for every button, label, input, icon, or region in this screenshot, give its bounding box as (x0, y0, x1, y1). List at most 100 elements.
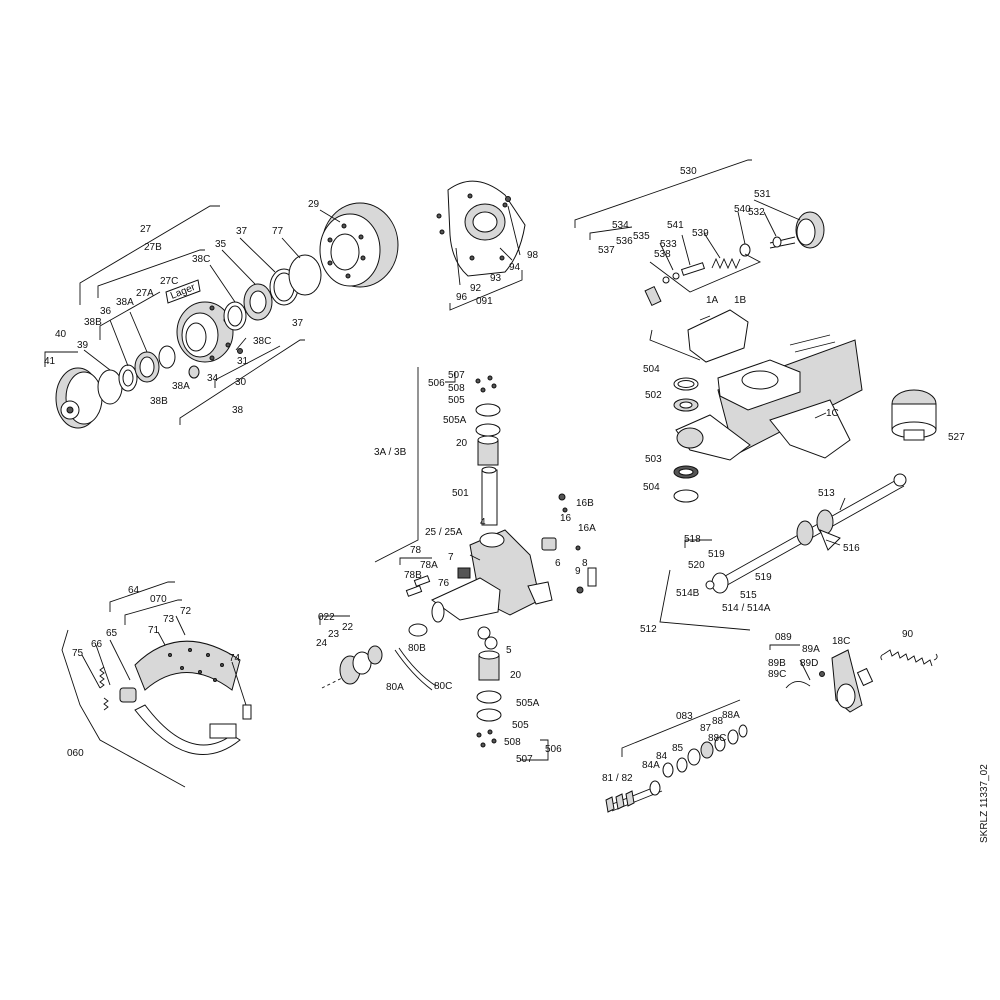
label-531: 531 (754, 189, 771, 200)
label-1C: 1C (826, 408, 839, 419)
label-37-bot: 37 (292, 318, 304, 329)
label-519-bot: 519 (755, 572, 772, 583)
label-89D: 89D (800, 658, 818, 669)
label-93: 93 (490, 273, 502, 284)
tie-rod-assembly (659, 473, 907, 631)
label-78A: 78A (420, 560, 438, 571)
label-530: 530 (680, 166, 697, 177)
label-508-top: 508 (448, 383, 465, 394)
label-37-top: 37 (236, 226, 248, 237)
label-505-bot: 505 (512, 720, 529, 731)
label-527: 527 (948, 432, 965, 443)
label-36: 36 (100, 306, 112, 317)
label-80B: 80B (408, 643, 426, 654)
label-540: 540 (734, 204, 751, 215)
camshaft-assembly (574, 159, 825, 307)
label-35: 35 (215, 239, 227, 250)
label-8: 8 (582, 558, 588, 569)
label-536: 536 (616, 236, 633, 247)
label-507-top: 507 (448, 370, 465, 381)
label-514B: 514B (676, 588, 700, 599)
label-27A: 27A (136, 288, 154, 299)
label-1A: 1A (706, 295, 719, 306)
label-520: 520 (688, 560, 705, 571)
label-25-25A: 25 / 25A (425, 527, 463, 538)
label-38A-top: 38A (116, 297, 134, 308)
label-64: 64 (128, 585, 140, 596)
label-519-top: 519 (708, 549, 725, 560)
label-75: 75 (72, 648, 84, 659)
label-85: 85 (672, 743, 684, 754)
label-81-82: 81 / 82 (602, 773, 633, 784)
label-65: 65 (106, 628, 118, 639)
label-39: 39 (77, 340, 89, 351)
label-38C-bot: 38C (253, 336, 271, 347)
label-20-top: 20 (456, 438, 468, 449)
label-22: 22 (342, 622, 354, 633)
label-4: 4 (480, 517, 486, 528)
label-089: 089 (775, 632, 792, 643)
label-501: 501 (452, 488, 469, 499)
label-9: 9 (575, 566, 581, 577)
label-6: 6 (555, 558, 561, 569)
label-27B: 27B (144, 242, 162, 253)
label-87: 87 (700, 723, 712, 734)
label-38: 38 (232, 405, 244, 416)
label-34: 34 (207, 373, 219, 384)
label-16: 16 (560, 513, 572, 524)
label-78: 78 (410, 545, 422, 556)
axle-beam (649, 309, 863, 503)
label-505A-top: 505A (443, 415, 467, 426)
label-7: 7 (448, 552, 454, 563)
label-27: 27 (140, 224, 152, 235)
label-514: 514 / 514A (722, 603, 771, 614)
label-5: 5 (506, 645, 512, 656)
label-31: 31 (237, 356, 249, 367)
label-518: 518 (684, 534, 701, 545)
label-534: 534 (612, 220, 629, 231)
label-516: 516 (843, 543, 860, 554)
label-508-bot: 508 (504, 737, 521, 748)
hub-assembly (44, 202, 399, 429)
label-503: 503 (645, 454, 662, 465)
label-80A: 80A (386, 682, 404, 693)
label-513: 513 (818, 488, 835, 499)
label-73: 73 (163, 614, 175, 625)
label-76: 76 (438, 578, 450, 589)
label-532: 532 (748, 207, 765, 218)
brake-chamber (891, 389, 937, 441)
label-506-top: 506 (428, 378, 445, 389)
label-74: 74 (229, 653, 241, 664)
label-533: 533 (660, 239, 677, 250)
label-3A-3B: 3A / 3B (374, 447, 407, 458)
label-84A: 84A (642, 760, 660, 771)
label-89C: 89C (768, 669, 786, 680)
label-502: 502 (645, 390, 662, 401)
label-504-bot: 504 (643, 482, 660, 493)
label-083: 083 (676, 711, 693, 722)
label-505A-bot: 505A (516, 698, 540, 709)
label-30: 30 (235, 377, 247, 388)
brake-shoe-assembly (61, 581, 252, 788)
label-515: 515 (740, 590, 757, 601)
label-541: 541 (667, 220, 684, 231)
label-16B: 16B (576, 498, 594, 509)
label-29: 29 (308, 199, 320, 210)
label-512: 512 (640, 624, 657, 635)
label-060: 060 (67, 748, 84, 759)
label-66: 66 (91, 639, 103, 650)
label-38A-bot: 38A (172, 381, 190, 392)
label-022: 022 (318, 612, 335, 623)
label-18C: 18C (832, 636, 850, 647)
slack-adjuster-assembly (769, 644, 938, 713)
label-24: 24 (316, 638, 328, 649)
drawing-code: SKRLZ 11337_02 (979, 764, 990, 843)
label-537: 537 (598, 245, 615, 256)
label-16A: 16A (578, 523, 596, 534)
label-77: 77 (272, 226, 284, 237)
label-80C: 80C (434, 681, 452, 692)
label-38C-top: 38C (192, 254, 210, 265)
shaft-assembly (605, 699, 748, 813)
label-96: 96 (456, 292, 468, 303)
